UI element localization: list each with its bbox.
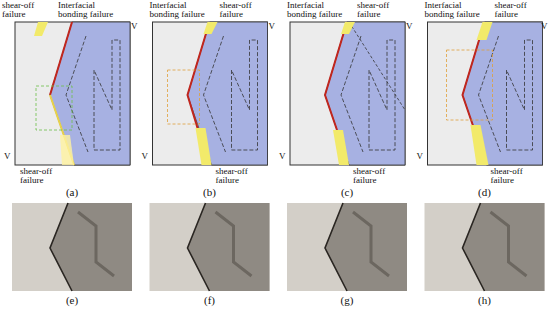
- failure-label: shear-off failure: [20, 167, 70, 185]
- failure-label: Interfacial bonding failure: [58, 1, 124, 19]
- failure-label: shear-off failure: [495, 1, 543, 19]
- panel-caption: (d): [470, 186, 500, 198]
- force-label: V: [406, 22, 413, 31]
- panel-caption: (g): [332, 294, 362, 306]
- panel-caption: (f): [195, 294, 225, 306]
- failure-label: shear-off failure: [220, 1, 268, 19]
- failure-label: Interfacial bonding failure: [425, 1, 491, 19]
- force-label: V: [269, 22, 276, 31]
- force-label: V: [142, 152, 152, 161]
- failure-label: shear-off failure: [357, 1, 405, 19]
- panel-caption: (h): [470, 294, 500, 306]
- failure-label: Interfacial bonding failure: [150, 1, 216, 19]
- failure-label: shear-off failure: [216, 167, 266, 185]
- force-label: V: [4, 152, 14, 161]
- failure-label: shear-off failure: [353, 167, 403, 185]
- failure-label: Interfacial bonding failure: [287, 1, 353, 19]
- panel-caption: (c): [332, 186, 362, 198]
- panel-caption: (b): [195, 186, 225, 198]
- force-label: V: [131, 22, 138, 31]
- panel-caption: (a): [57, 186, 87, 198]
- force-label: V: [279, 152, 289, 161]
- panel-caption: (e): [57, 294, 87, 306]
- force-label: V: [541, 22, 548, 31]
- failure-label: shear-off failure: [491, 167, 541, 185]
- force-label: V: [417, 152, 427, 161]
- failure-label: shear-off failure: [2, 1, 52, 19]
